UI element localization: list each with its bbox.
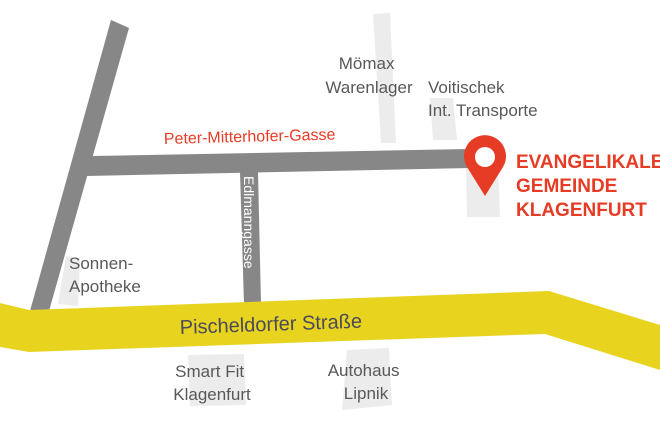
label-autohaus: Autohaus Lipnik [328, 361, 405, 403]
street-label-peter: Peter-Mitterhofer-Gasse [164, 127, 336, 148]
road-peter-mitterhofer-gasse [86, 149, 470, 176]
street-label-edlmann: Edlmanngasse [241, 176, 257, 269]
building-voitischek [430, 98, 457, 140]
building-sonnen [58, 256, 80, 306]
label-smart-fit: Smart Fit Klagenfurt [173, 362, 251, 404]
road-edlmanngasse [240, 172, 261, 304]
building-moemax [373, 13, 396, 143]
building-autohaus [342, 348, 392, 410]
label-voitischek: Voitischek Int. Transporte [428, 78, 538, 120]
road-pischeldorfer-strasse [0, 291, 660, 370]
label-moemax: Mömax Warenlager [325, 54, 413, 97]
destination-label: EVANGELIKALE GEMEINDE KLAGENFURT [516, 152, 660, 221]
buildings [58, 13, 500, 410]
label-sonnen-apotheke: Sonnen- Apotheke [69, 254, 141, 296]
building-smartfit [188, 354, 246, 406]
road-left-diagonal [30, 20, 129, 311]
map-pin-icon [464, 135, 506, 196]
